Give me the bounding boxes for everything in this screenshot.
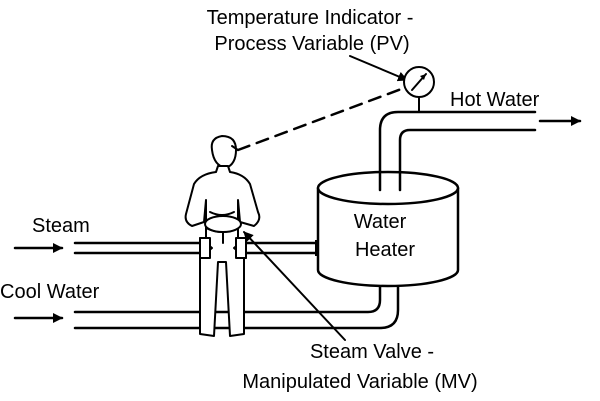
steam-valve-icon <box>199 215 247 259</box>
pv-pointer-arrow <box>349 55 408 82</box>
temp-indicator-label-line2: Process Variable (PV) <box>214 33 409 55</box>
steam-label: Steam <box>32 215 90 237</box>
temperature-gauge-icon <box>403 66 435 113</box>
temp-indicator-label-line1: Temperature Indicator - <box>207 7 414 29</box>
mv-pointer-arrow <box>243 231 346 341</box>
water-heater-tank <box>316 170 460 288</box>
hot-water-pipe <box>378 110 537 190</box>
heater-label-line1: Water <box>354 211 407 233</box>
observation-dashed-line <box>236 86 406 152</box>
operator-person-icon <box>184 135 261 337</box>
cool-water-pipe <box>73 273 400 330</box>
steam-valve-label-line1: Steam Valve - <box>310 341 434 363</box>
steam-valve-label-line2: Manipulated Variable (MV) <box>242 371 477 393</box>
heater-label-line2: Heater <box>355 239 415 261</box>
hot-water-label: Hot Water <box>450 89 540 111</box>
cool-water-label: Cool Water <box>0 281 100 303</box>
